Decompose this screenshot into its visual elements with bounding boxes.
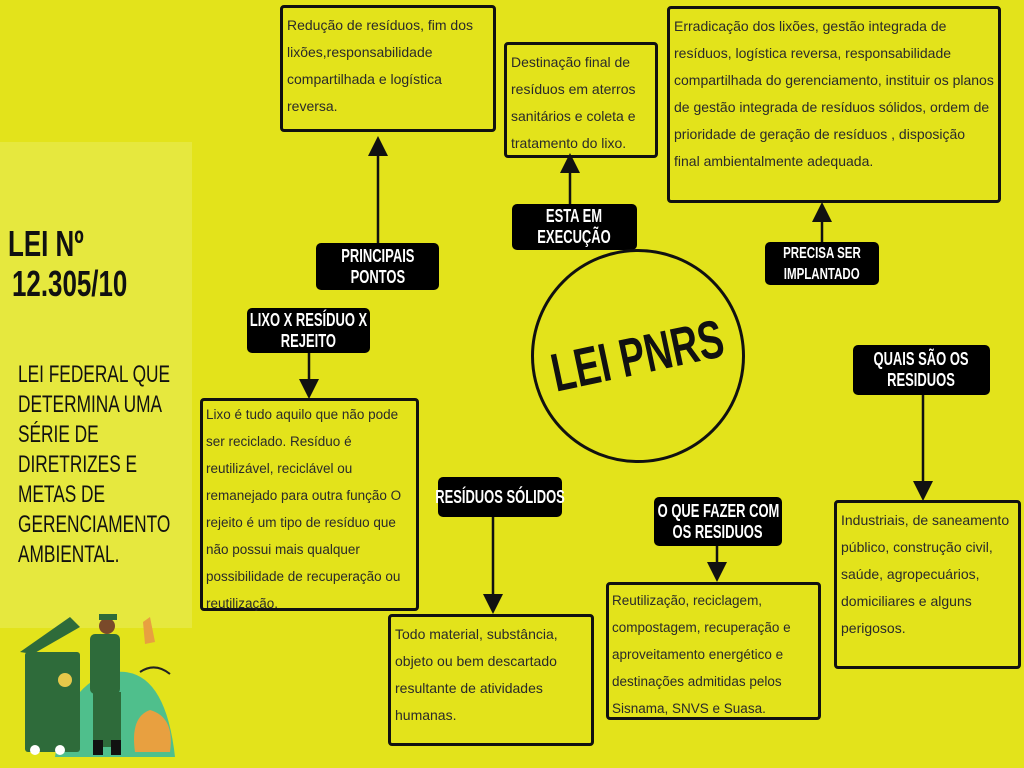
- description-line: SÉRIE DE: [18, 421, 99, 448]
- sidebar-panel: [0, 142, 192, 628]
- description-line: GERENCIAMENTO: [18, 511, 171, 538]
- description-line: LEI FEDERAL QUE: [18, 361, 171, 388]
- label-line: RESÍDUOS SÓLIDOS: [435, 486, 565, 507]
- center-title: LEI PNRS: [546, 308, 730, 404]
- box-implantado: Erradicação dos lixões, gestão integrada…: [667, 6, 1001, 203]
- box-principais: Redução de resíduos, fim dos lixões,resp…: [280, 5, 496, 132]
- label-solidos: RESÍDUOS SÓLIDOS: [435, 477, 565, 517]
- box-quais: Industriais, de saneamento público, cons…: [834, 500, 1021, 669]
- label-line: EXECUÇÃO: [537, 227, 612, 247]
- box-execucao: Destinação final de resíduos em aterros …: [504, 42, 658, 158]
- label-line: O QUE FAZER COM: [657, 500, 779, 521]
- description-line: DIRETRIZES E: [18, 451, 138, 478]
- label-line: PRINCIPAIS: [340, 245, 415, 266]
- law-number-title: LEI Nº 12.305/10: [8, 224, 172, 304]
- description-line: METAS DE: [18, 481, 106, 508]
- center-circle: LEI PNRS: [531, 249, 745, 463]
- label-line: ESTA EM: [546, 206, 603, 226]
- label-line: PRECISA SER: [783, 244, 861, 262]
- label-line: QUAIS SÃO OS: [873, 349, 970, 369]
- label-line: IMPLANTADO: [784, 265, 860, 283]
- label-implantado: PRECISA SER IMPLANTADO: [765, 242, 879, 285]
- worker-illustration: [20, 614, 175, 757]
- title-line: LEI Nº: [8, 223, 84, 264]
- box-fazer: Reutilização, reciclagem, compostagem, r…: [606, 582, 821, 720]
- law-description: LEI FEDERAL QUE DETERMINA UMA SÉRIE DE DIRE…: [18, 360, 230, 570]
- box-solidos: Todo material, substância, objeto ou bem…: [388, 614, 594, 746]
- label-line: PONTOS: [350, 266, 405, 287]
- title-line: 12.305/10: [12, 263, 128, 304]
- box-lixo: Lixo é tudo aquilo que não pode ser reci…: [200, 398, 419, 611]
- description-line: AMBIENTAL.: [18, 541, 120, 568]
- description-line: DETERMINA UMA: [18, 391, 163, 418]
- label-line: RESIDUOS: [887, 370, 956, 390]
- label-line: OS RESIDUOS: [672, 521, 764, 542]
- label-line: LIXO X RESÍDUO X: [249, 309, 368, 330]
- label-line: REJEITO: [280, 330, 337, 351]
